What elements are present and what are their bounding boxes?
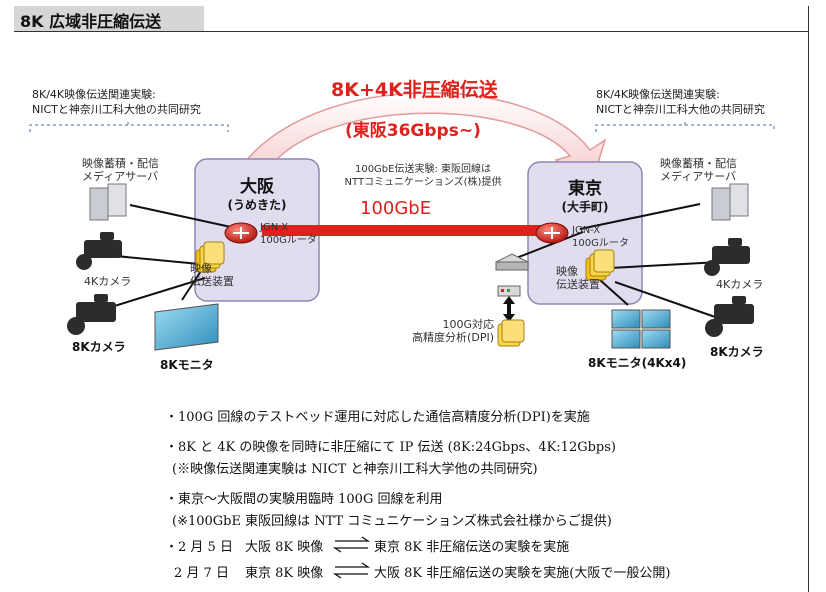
tokyo-server-line1: 映像蓄積・配信: [660, 157, 737, 170]
bullet-transmission: ・8K と 4K の映像を同時に非圧縮にて IP 伝送 (8K:24Gbps、4…: [165, 440, 616, 455]
tokyo-device-label: 映像 伝送装置: [556, 265, 600, 291]
feb7-to: 大阪 8K 非圧縮伝送の実験を実施(大阪で一般公開): [374, 566, 671, 581]
osaka-8k-monitor-label: 8Kモニタ: [160, 358, 214, 372]
osaka-router-line1: JGN-X: [260, 222, 289, 233]
dpi-switch-icon: [494, 253, 530, 271]
bullet-line: ・東京～大阪間の実験用臨時 100G 回線を利用: [165, 492, 443, 507]
tokyo-8k-monitor-4x4-icon: [611, 309, 671, 349]
collab-note-left-line1: 8K/4K映像伝送関連実験:: [32, 88, 156, 101]
frame-right-line: [808, 6, 809, 592]
osaka-server-line2: メディアサーバ: [82, 170, 159, 183]
osaka-device-line1: 映像: [190, 262, 212, 275]
feb7-from: 東京 8K 映像: [245, 566, 324, 581]
tokyo-server-icon: [711, 183, 749, 221]
banner-subtitle: (東阪36Gbps~): [345, 121, 481, 141]
link-bar-100gbe: [262, 225, 552, 236]
osaka-server-line1: 映像蓄積・配信: [82, 157, 159, 170]
tokyo-4k-camera-icon: [704, 238, 750, 276]
collab-note-right-line2: NICTと神奈川工科大他の共同研究: [596, 103, 765, 116]
tokyo-subtitle: (大手町): [561, 200, 609, 214]
tokyo-device-line2: 伝送装置: [556, 278, 600, 291]
tokyo-8k-camera-label: 8Kカメラ: [710, 345, 764, 359]
tokyo-router-icon: [535, 222, 569, 244]
osaka-router-icon: [224, 222, 258, 244]
osaka-device-label: 映像 伝送装置: [190, 262, 234, 288]
dpi-analyzer-icon: [497, 319, 525, 347]
arrow-feb5-icon: [332, 536, 371, 553]
arrow-feb7-icon: [332, 562, 371, 579]
tokyo-title: 東京: [568, 179, 602, 199]
osaka-server-label: 映像蓄積・配信 メディアサーバ: [82, 157, 159, 183]
osaka-transmission-device-icon: [195, 241, 225, 273]
collab-brace-right: [595, 119, 775, 132]
osaka-4k-camera-icon: [76, 232, 122, 270]
tokyo-8k-monitor-label: 8Kモニタ(4Kx4): [588, 356, 687, 370]
feb5-from: 大阪 8K 映像: [245, 540, 324, 555]
title-bar: [14, 6, 204, 31]
frame-top-line: [14, 31, 809, 32]
link-note-line1: 100GbE伝送実験: 東阪回線は: [354, 164, 492, 175]
link-label: 100GbE: [360, 198, 432, 219]
tokyo-4k-camera-label: 4Kカメラ: [716, 278, 764, 291]
tokyo-device-line1: 映像: [556, 265, 578, 278]
collab-brace-left: [29, 119, 229, 132]
osaka-8k-monitor-icon: [154, 303, 219, 351]
osaka-8k-camera-icon: [67, 294, 116, 335]
osaka-router-label: JGN-X 100Gルータ: [260, 221, 317, 247]
tokyo-router-line1: JGN-X: [572, 225, 601, 236]
dpi-label-line2: 高精度分析(DPI): [412, 331, 494, 344]
tokyo-server-label: 映像蓄積・配信 メディアサーバ: [660, 157, 737, 183]
feb7-date: 2 月 7 日: [174, 566, 229, 581]
dpi-bidirectional-arrow-icon: [503, 296, 515, 322]
bullet-dpi: ・100G 回線のテストベッド運用に対応した通信高精度分析(DPI)を実施: [165, 410, 590, 425]
dpi-tap-icon: [497, 285, 521, 297]
collab-note-left: 8K/4K映像伝送関連実験: NICTと神奈川工科大他の共同研究: [32, 87, 201, 117]
link-note-line2: NTTコミュニケーションズ(株)提供: [344, 177, 502, 188]
osaka-8k-camera-label: 8Kカメラ: [72, 340, 126, 354]
tokyo-server-line2: メディアサーバ: [660, 170, 737, 183]
bullet-line-note: (※100GbE 東阪回線は NTT コミュニケーションズ株式会社様からご提供): [172, 514, 612, 529]
tokyo-transmission-device-icon: [585, 249, 615, 281]
collab-note-right-line1: 8K/4K映像伝送関連実験:: [596, 88, 720, 101]
page-title: 8K 広域非圧縮伝送: [20, 12, 162, 31]
tokyo-router-line2: 100Gルータ: [572, 238, 629, 249]
banner-title: 8K+4K非圧縮伝送: [331, 79, 498, 101]
osaka-server-icon: [89, 183, 127, 221]
dpi-label-line1: 100G対応: [442, 318, 494, 331]
collab-note-right: 8K/4K映像伝送関連実験: NICTと神奈川工科大他の共同研究: [596, 87, 765, 117]
link-note: 100GbE伝送実験: 東阪回線は NTTコミュニケーションズ(株)提供: [323, 163, 523, 189]
feb5-date: ・2 月 5 日: [165, 540, 233, 555]
osaka-title: 大阪: [240, 177, 274, 197]
collab-note-left-line2: NICTと神奈川工科大他の共同研究: [32, 103, 201, 116]
osaka-device-line2: 伝送装置: [190, 275, 234, 288]
osaka-4k-camera-label: 4Kカメラ: [84, 275, 132, 288]
feb5-to: 東京 8K 非圧縮伝送の実験を実施: [374, 540, 570, 555]
osaka-router-line2: 100Gルータ: [260, 235, 317, 246]
tokyo-8k-camera-icon: [705, 296, 754, 337]
bullet-transmission-note: (※映像伝送関連実験は NICT と神奈川工科大学他の共同研究): [172, 462, 538, 477]
dpi-label: 100G対応 高精度分析(DPI): [406, 318, 494, 344]
osaka-subtitle: (うめきた): [227, 198, 287, 212]
tokyo-router-label: JGN-X 100Gルータ: [572, 224, 629, 250]
